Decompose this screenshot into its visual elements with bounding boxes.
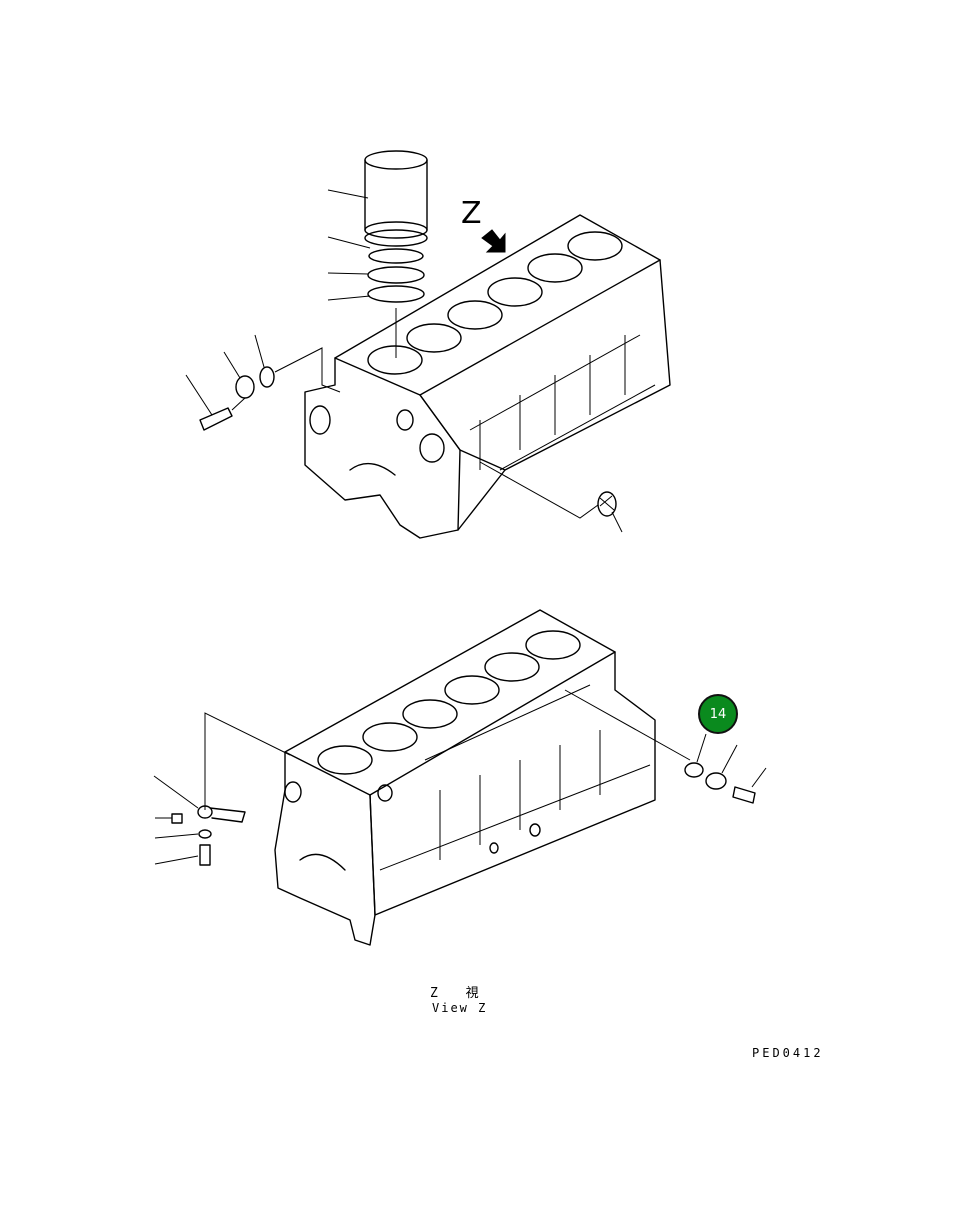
top-engine-block: [304, 214, 671, 539]
callout-badge-14[interactable]: 14: [698, 694, 738, 734]
view-z-label: Z: [461, 196, 482, 231]
drawing-code: PED0412: [752, 1046, 824, 1060]
cylinder-liner-assembly: [364, 150, 428, 358]
view-z-arrow: [481, 229, 506, 253]
top-right-plug: [479, 461, 617, 519]
bottom-right-fittings: [564, 689, 767, 804]
top-left-fittings: [199, 347, 341, 431]
top-leader-lines: [185, 189, 623, 533]
bottom-engine-block: [274, 609, 656, 946]
bottom-left-fittings: [153, 712, 291, 866]
view-caption-english: View Z: [432, 1001, 488, 1015]
view-caption-japanese: Z 視: [430, 986, 489, 1001]
callout-number: 14: [709, 706, 727, 722]
